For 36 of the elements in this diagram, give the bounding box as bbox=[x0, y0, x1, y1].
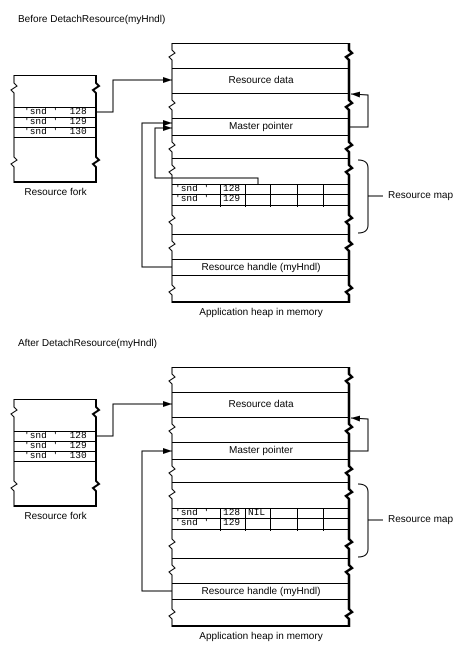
map-entry-row bbox=[172, 184, 350, 195]
block-label: Application heap in memory bbox=[198, 631, 324, 642]
arrow bbox=[142, 448, 172, 592]
memory-record bbox=[172, 392, 350, 418]
arrow bbox=[142, 120, 172, 268]
heading: After DetachResource(myHndl) bbox=[18, 338, 157, 349]
record-label: Master pointer bbox=[228, 445, 294, 456]
arrow bbox=[96, 401, 172, 436]
resource-id: 128 bbox=[223, 507, 240, 518]
arrow bbox=[154, 125, 258, 184]
memory-record bbox=[172, 583, 350, 600]
heading: Before DetachResource(myHndl) bbox=[18, 14, 166, 25]
record-label: Resource data bbox=[227, 399, 295, 410]
block-label: Application heap in memory bbox=[198, 307, 324, 318]
arrow bbox=[96, 77, 172, 112]
record-label: Resource data bbox=[227, 75, 295, 86]
memory-record bbox=[172, 68, 350, 94]
record-label: Master pointer bbox=[228, 121, 294, 132]
arrow bbox=[350, 416, 368, 452]
arrow bbox=[350, 92, 368, 128]
resource-id: 129 bbox=[223, 517, 240, 528]
memory-record bbox=[172, 259, 350, 276]
block-label: Resource fork bbox=[23, 511, 88, 522]
map-entry-row bbox=[172, 508, 350, 519]
bracket-label: Resource map bbox=[388, 190, 454, 201]
memory-record bbox=[172, 442, 350, 460]
block-label: Resource fork bbox=[23, 187, 88, 198]
resource-id: 128 bbox=[223, 183, 240, 194]
map-entry-row bbox=[172, 518, 350, 530]
resource-id: 129 bbox=[223, 193, 240, 204]
map-entry-row bbox=[172, 194, 350, 206]
bracket-label: Resource map bbox=[388, 514, 454, 525]
record-label: Resource handle (myHndl) bbox=[200, 586, 322, 596]
record-label: Resource handle (myHndl) bbox=[200, 262, 322, 272]
memory-record bbox=[172, 118, 350, 136]
handle-value: NIL bbox=[248, 507, 266, 518]
